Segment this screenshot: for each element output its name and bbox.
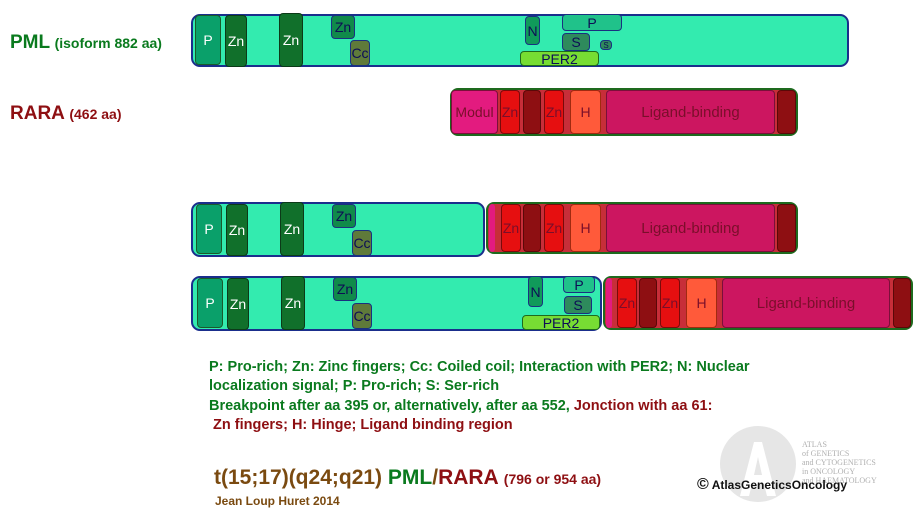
logo-line-1: ATLAS <box>802 440 827 449</box>
title-rara: RARA <box>438 466 498 489</box>
fusion-short-hinge: H <box>570 204 601 252</box>
title-slash: / <box>432 466 439 489</box>
fusion-long-hinge: H <box>686 278 717 328</box>
copyright: © AtlasGeneticsOncology <box>697 476 847 494</box>
rara-modulating-domain: Modul <box>451 90 498 134</box>
atlas-logo: ATLAS of GENETICS and CYTOGENETICS in ON… <box>718 424 908 504</box>
fusion-short-end <box>777 204 796 252</box>
fusion-long-rara-zn-1: Zn <box>617 278 637 328</box>
fusion-long-end <box>893 278 911 328</box>
rara-zn-domain-1: Zn <box>500 90 520 134</box>
logo-line-5: and HAEMATOLOGY <box>802 476 877 485</box>
fusion-short-rara-dark <box>523 204 541 252</box>
pml-p-domain-2: P <box>562 14 622 31</box>
rara-size: (462 aa) <box>69 106 122 122</box>
legend-junction: Jonction with aa 61: <box>573 398 713 414</box>
legend-pml-line-1: P: Pro-rich; Zn: Zinc fingers; Cc: Coile… <box>209 359 750 375</box>
fusion-long-ligand-binding: Ligand-binding <box>722 278 890 328</box>
fusion-long-per2-region: PER2 <box>522 315 600 330</box>
fusion-short-zn-domain-2: Zn <box>280 202 304 256</box>
rara-label: RARA (462 aa) <box>10 103 122 125</box>
pml-zn-domain-2: Zn <box>279 13 303 67</box>
fusion-short-zn-domain-1: Zn <box>226 204 248 256</box>
legend-breakpoint: Breakpoint after aa 395 or, alternativel… <box>209 398 566 414</box>
rara-dark-segment-1 <box>523 90 541 134</box>
fusion-long-p-domain: P <box>197 278 223 328</box>
atlas-logo-text: ATLAS of GENETICS and CYTOGENETICS in ON… <box>802 440 877 485</box>
rara-ligand-binding-domain: Ligand-binding <box>606 90 775 134</box>
fusion-long-zn-domain-1: Zn <box>227 278 249 330</box>
fusion-long-zn-domain-3: Zn <box>333 277 357 301</box>
rara-hinge-domain: H <box>570 90 601 134</box>
pml-cc-domain: Cc <box>350 40 370 66</box>
legend-breakpoint-sep: , <box>565 398 570 414</box>
title-translocation: t(15;17)(q24;q21) <box>214 466 383 489</box>
fusion-short-rara-zn-2: Zn <box>544 204 564 252</box>
rara-name: RARA <box>10 103 65 124</box>
author-credit: Jean Loup Huret 2014 <box>215 494 340 508</box>
pml-p-domain: P <box>195 15 221 65</box>
pml-s-domain: S <box>562 33 590 51</box>
legend-breakpoint-line: Breakpoint after aa 395 or, alternativel… <box>209 397 712 417</box>
copyright-icon: © <box>697 476 709 493</box>
fusion-short-p-domain: P <box>196 204 222 254</box>
pml-per2-region: PER2 <box>520 51 599 66</box>
fusion-long-zn-domain-2: Zn <box>281 276 305 330</box>
fusion-long-n-domain: N <box>528 276 543 307</box>
fusion-title: t(15;17)(q24;q21) PML/RARA (796 or 954 a… <box>214 466 601 490</box>
fusion-short-junction <box>489 204 495 252</box>
atlas-a-icon <box>720 426 796 502</box>
legend-rara-line: Zn fingers; H: Hinge; Ligand binding reg… <box>213 417 513 433</box>
fusion-short-cc-domain: Cc <box>352 230 372 256</box>
logo-line-4: in ONCOLOGY <box>802 467 856 476</box>
legend-pml-line-2: localization signal; P: Pro-rich; S: Ser… <box>209 378 500 394</box>
fusion-long-junction <box>606 278 612 328</box>
title-size: (796 or 954 aa) <box>503 471 602 487</box>
fusion-long-s-domain: S <box>564 296 592 314</box>
fusion-long-rara-zn-2: Zn <box>660 278 680 328</box>
pml-label: PML (isoform 882 aa) <box>10 32 162 54</box>
pml-zn-domain-1: Zn <box>225 15 247 67</box>
pml-name: PML <box>10 32 51 53</box>
fusion-long-rara-dark <box>639 278 657 328</box>
pml-n-domain: N <box>525 16 540 45</box>
fusion-short-ligand-binding: Ligand-binding <box>606 204 775 252</box>
fusion-long-p-domain-2: P <box>563 276 595 293</box>
rara-end-segment <box>777 90 796 134</box>
rara-zn-domain-2: Zn <box>544 90 564 134</box>
pml-s-domain-small: S <box>600 40 612 50</box>
pml-size: (isoform 882 aa) <box>54 35 162 51</box>
logo-line-2: of GENETICS <box>802 449 850 458</box>
pml-zn-domain-3: Zn <box>331 15 355 39</box>
fusion-long-cc-domain: Cc <box>352 303 372 329</box>
brand-name: AtlasGeneticsOncology <box>711 478 848 492</box>
title-pml: PML <box>387 466 433 489</box>
fusion-short-rara-zn-1: Zn <box>501 204 521 252</box>
logo-line-3: and CYTOGENETICS <box>802 458 876 467</box>
fusion-short-zn-domain-3: Zn <box>332 204 356 228</box>
